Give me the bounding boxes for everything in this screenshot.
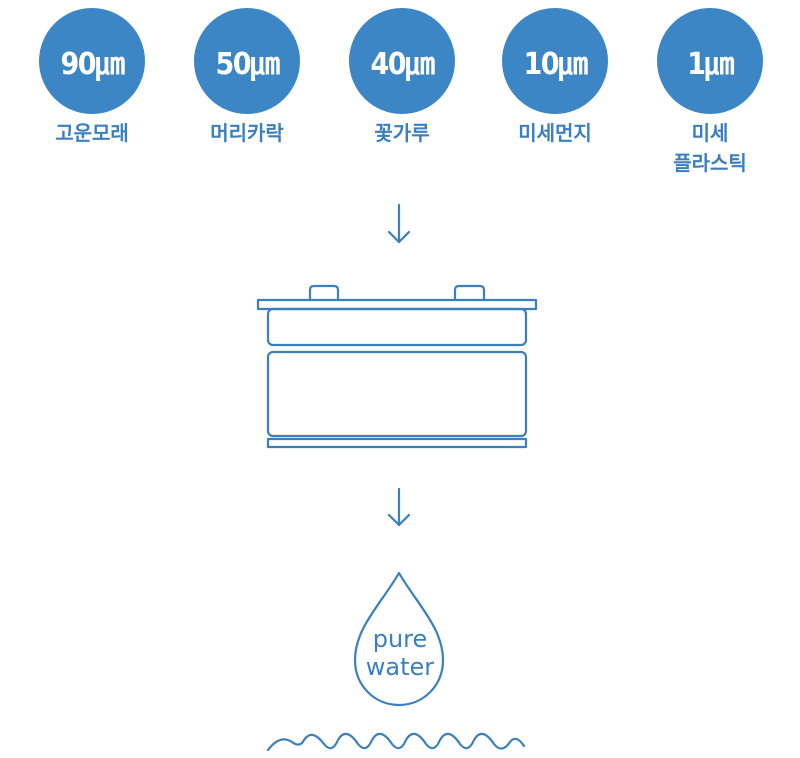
particle-circle: 1㎛ (657, 8, 763, 114)
down-arrow-icon (387, 203, 411, 244)
particle-size: 1㎛ (687, 47, 734, 82)
particle-size: 50㎛ (215, 47, 280, 82)
particle-sand: 90㎛ 고운모래 (37, 8, 147, 148)
down-arrow-icon (387, 487, 411, 527)
drop-text-water: water (365, 653, 435, 681)
particle-microplastic: 1㎛ 미세 플라스틱 (655, 8, 765, 178)
water-waves-icon (266, 732, 526, 752)
particle-circle: 50㎛ (194, 8, 300, 114)
particle-pollen: 40㎛ 꽃가루 (347, 8, 457, 148)
filter-cartridge-icon (256, 284, 538, 449)
particle-label: 미세 플라스틱 (673, 121, 747, 175)
particle-label: 머리카락 (210, 121, 284, 145)
particle-fine-dust: 10㎛ 미세먼지 (500, 8, 610, 148)
particle-size: 40㎛ (370, 47, 435, 82)
particle-size-row: 90㎛ 고운모래 50㎛ 머리카락 40㎛ 꽃가루 10㎛ 미세먼지 1㎛ 미세… (0, 8, 800, 188)
particle-circle: 90㎛ (39, 8, 145, 114)
particle-size: 90㎛ (60, 47, 125, 82)
water-drop-icon (353, 571, 445, 707)
particle-circle: 10㎛ (502, 8, 608, 114)
particle-hair: 50㎛ 머리카락 (192, 8, 302, 148)
particle-label: 꽃가루 (374, 121, 430, 145)
particle-circle: 40㎛ (349, 8, 455, 114)
particle-label: 미세먼지 (518, 121, 592, 145)
drop-text-pure: pure (372, 625, 428, 653)
particle-size: 10㎛ (523, 47, 588, 82)
particle-label: 고운모래 (55, 121, 129, 145)
